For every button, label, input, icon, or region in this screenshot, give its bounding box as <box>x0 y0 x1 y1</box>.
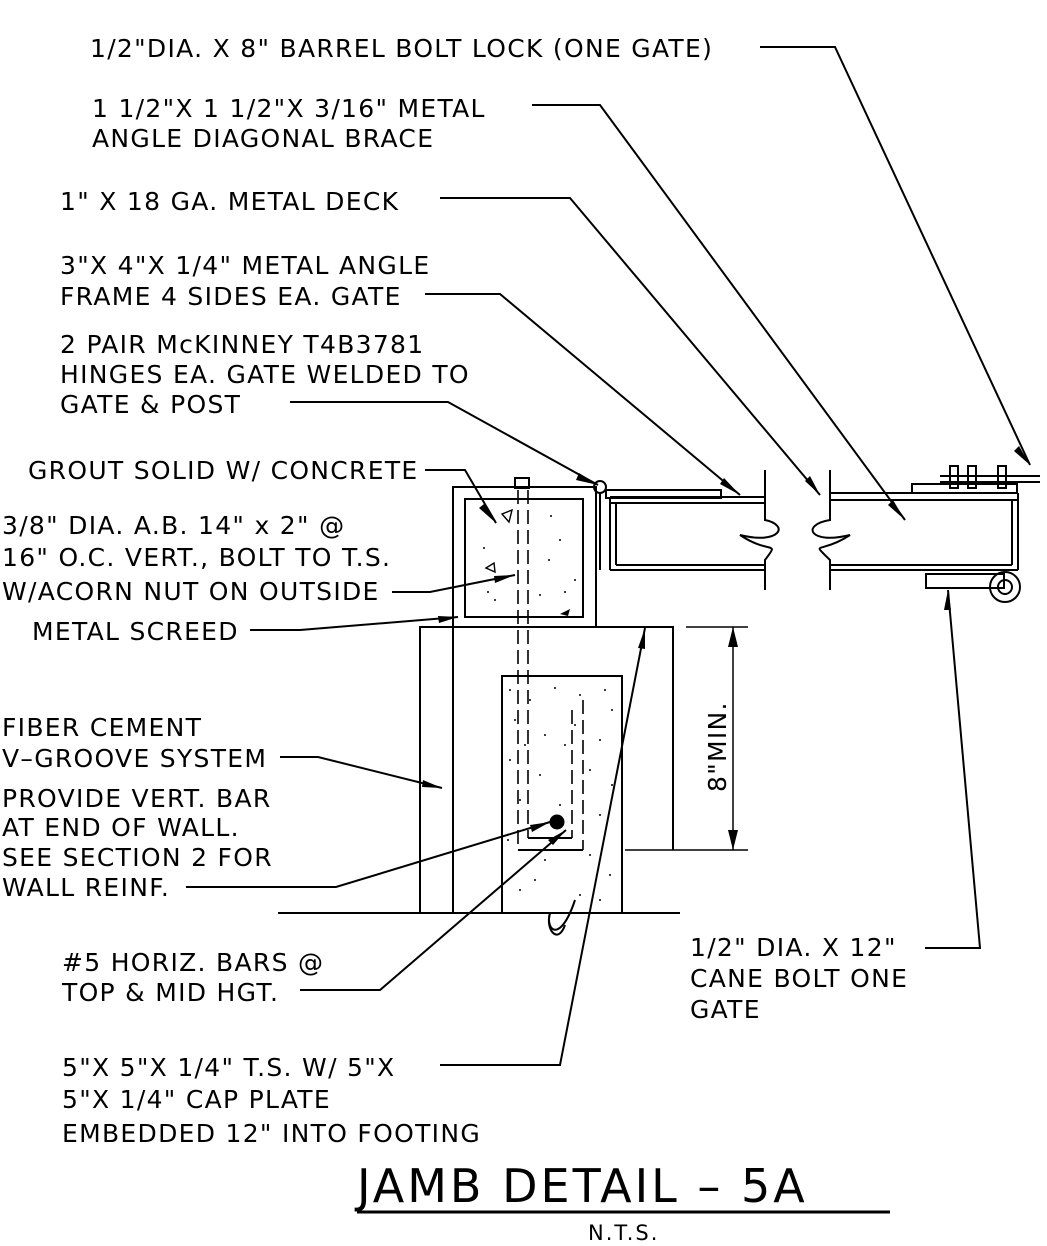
leader-cane-bolt <box>925 589 982 949</box>
dimension-8-min: 8"MIN. <box>625 626 748 851</box>
note-line: GROUT SOLID W/ CONCRETE <box>28 456 419 485</box>
leader-diagonal-brace <box>532 104 906 521</box>
note-line: 5"X 5"X 1/4" T.S. W/ 5"X <box>62 1053 395 1082</box>
leader-fiber-cement <box>280 756 443 789</box>
cane-bolt-handle <box>989 571 1021 603</box>
post-assembly <box>278 477 680 936</box>
barrel-bolt-guide <box>967 465 977 489</box>
note-line: WALL REINF. <box>2 873 170 902</box>
dimension-label: 8"MIN. <box>703 701 732 792</box>
dim-arrow <box>728 830 738 850</box>
note-line: TOP & MID HGT. <box>61 978 279 1007</box>
note-angle-frame: 3"X 4"X 1/4" METAL ANGLE FRAME 4 SIDES E… <box>60 251 430 311</box>
note-line: GATE & POST <box>60 390 241 419</box>
arrowhead <box>422 780 442 788</box>
note-tube-steel: 5"X 5"X 1/4" T.S. W/ 5"X 5"X 1/4" CAP PL… <box>62 1053 481 1148</box>
barrel-bolt-body <box>911 483 1018 494</box>
gate-break-left <box>739 470 780 590</box>
drawing-title: JAMB DETAIL – 5A <box>354 1159 808 1213</box>
note-line: AT END OF WALL. <box>2 813 240 842</box>
note-diagonal-brace: 1 1/2"X 1 1/2"X 3/16" METAL ANGLE DIAGON… <box>92 94 486 153</box>
leader-screed <box>250 616 459 631</box>
note-anchor-bolt: 3/8" DIA. A.B. 14" x 2" @ 16" O.C. VERT.… <box>2 511 391 606</box>
note-line: 1" X 18 GA. METAL DECK <box>60 187 399 216</box>
note-line: FRAME 4 SIDES EA. GATE <box>60 282 402 311</box>
break-line <box>547 912 566 936</box>
leader-tube-steel <box>440 627 646 1066</box>
grouted-core <box>501 675 623 914</box>
leader-vert-bar <box>186 821 551 888</box>
note-vert-bar: PROVIDE VERT. BAR AT END OF WALL. SEE SE… <box>2 784 273 902</box>
leader-hinges <box>290 401 599 486</box>
grout-box <box>464 498 584 618</box>
note-line: EMBEDDED 12" INTO FOOTING <box>62 1119 481 1148</box>
note-line: SEE SECTION 2 FOR <box>2 843 273 872</box>
note-line: #5 HORIZ. BARS @ <box>62 948 324 977</box>
note-line: GATE <box>690 995 761 1024</box>
tube-steel-outline <box>452 486 597 628</box>
note-line: PROVIDE VERT. BAR <box>2 784 272 813</box>
leader-barrel-bolt <box>760 46 1031 466</box>
note-barrel-bolt: 1/2"DIA. X 8" BARREL BOLT LOCK (ONE GATE… <box>90 34 713 63</box>
arrowhead <box>438 616 458 623</box>
break-line <box>548 899 576 931</box>
cane-bolt-handle-inner <box>997 579 1013 595</box>
note-fiber-cement: FIBER CEMENT V–GROOVE SYSTEM <box>2 713 267 773</box>
note-metal-deck: 1" X 18 GA. METAL DECK <box>60 187 399 216</box>
note-line: HINGES EA. GATE WELDED TO <box>60 360 470 389</box>
leader-metal-deck <box>440 197 821 496</box>
arrowhead <box>530 822 550 832</box>
dim-arrow <box>728 627 738 647</box>
note-line: 1/2" DIA. X 12" <box>690 933 897 962</box>
leader-grout <box>425 469 497 524</box>
note-line: 5"X 1/4" CAP PLATE <box>62 1085 331 1114</box>
arrowhead <box>494 575 515 583</box>
vertical-bar <box>549 814 565 830</box>
note-line: 2 PAIR McKINNEY T4B3781 <box>60 330 424 359</box>
note-cane-bolt: 1/2" DIA. X 12" CANE BOLT ONE GATE <box>690 933 908 1024</box>
gate-assembly <box>593 465 1040 603</box>
grout-fill <box>483 508 576 616</box>
arrowhead <box>805 476 820 495</box>
barrel-bolt-guide <box>949 465 959 489</box>
leader-anchor-bolt <box>392 574 516 593</box>
note-line: ANGLE DIAGONAL BRACE <box>92 124 434 153</box>
note-line: 3"X 4"X 1/4" METAL ANGLE <box>60 251 430 280</box>
note-grout: GROUT SOLID W/ CONCRETE <box>28 456 419 485</box>
arrowhead <box>944 590 951 610</box>
note-line: 16" O.C. VERT., BOLT TO T.S. <box>2 543 391 572</box>
arrowhead <box>576 473 598 485</box>
note-line: CANE BOLT ONE <box>690 964 908 993</box>
leader-angle-frame <box>425 293 741 496</box>
title-block: JAMB DETAIL – 5A N.T.S. <box>354 1159 890 1245</box>
note-line: 3/8" DIA. A.B. 14" x 2" @ <box>2 511 345 540</box>
note-line: METAL SCREED <box>32 617 239 646</box>
core-stipple <box>507 687 613 901</box>
arrowhead <box>888 500 905 520</box>
note-line: 1/2"DIA. X 8" BARREL BOLT LOCK (ONE GATE… <box>90 34 713 63</box>
note-line: FIBER CEMENT <box>2 713 202 742</box>
anchor-bolt-head <box>514 477 530 489</box>
leader-horiz-bars <box>300 829 567 991</box>
arrowhead <box>638 628 645 649</box>
gate-break-right <box>811 470 851 590</box>
note-screed: METAL SCREED <box>32 617 239 646</box>
arrowhead <box>720 478 740 495</box>
note-line: W/ACORN NUT ON OUTSIDE <box>2 577 380 606</box>
note-line: V–GROOVE SYSTEM <box>2 744 267 773</box>
wall-outline <box>419 626 674 913</box>
note-horiz-bars: #5 HORIZ. BARS @ TOP & MID HGT. <box>61 948 324 1007</box>
barrel-bolt-guide <box>997 465 1007 489</box>
note-hinges: 2 PAIR McKINNEY T4B3781 HINGES EA. GATE … <box>60 330 470 419</box>
note-line: 1 1/2"X 1 1/2"X 3/16" METAL <box>92 94 486 123</box>
arrowhead <box>1014 446 1030 465</box>
scale-note: N.T.S. <box>588 1221 659 1245</box>
arrowhead <box>479 504 496 523</box>
